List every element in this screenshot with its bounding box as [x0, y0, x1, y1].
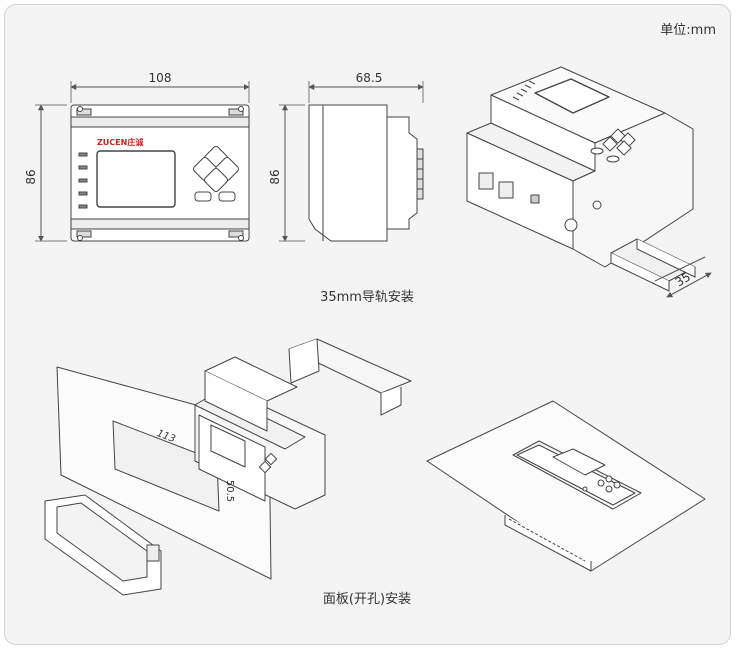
side-width-label: 68.5: [356, 71, 383, 85]
diagram-canvas: 108 86 ZUCEN庄诚 68.5 86: [24, 66, 712, 607]
side-height-label: 86: [268, 169, 282, 184]
panel-mount-assembled: [426, 400, 706, 572]
brand-logo: ZUCEN庄诚: [97, 137, 143, 147]
diagram-frame: 单位:mm: [4, 4, 731, 645]
front-height-label: 86: [24, 169, 38, 184]
isometric-device: [466, 66, 712, 298]
rail-width-label: 35: [673, 270, 693, 290]
rail-caption: 35mm导轨安装: [320, 290, 414, 305]
panel-caption: 面板(开孔)安装: [323, 592, 411, 607]
panel-mount-exploded: [44, 338, 412, 596]
front-width-label: 108: [149, 71, 172, 85]
side-view: [279, 81, 424, 242]
cutout-height-label: 50.5: [224, 480, 235, 502]
front-view: [35, 81, 250, 242]
unit-label: 单位:mm: [660, 23, 716, 38]
